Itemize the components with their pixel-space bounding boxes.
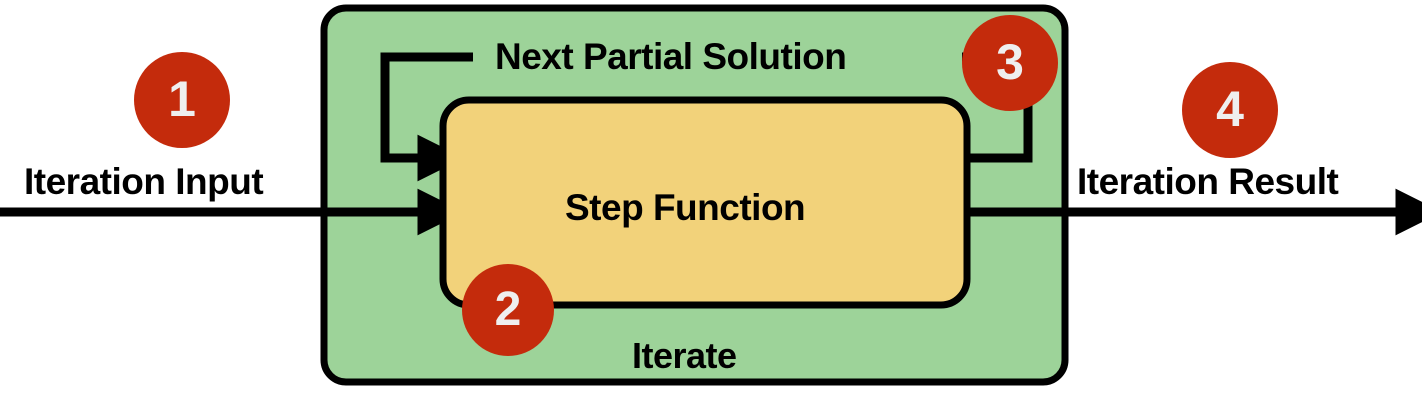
next-partial-solution-label: Next Partial Solution	[495, 36, 847, 77]
step-function-label: Step Function	[565, 187, 806, 228]
annotation-badge-1-number: 1	[168, 71, 196, 127]
iterate-label: Iterate	[632, 335, 737, 376]
annotation-badge-2: 2	[462, 264, 554, 356]
annotation-badge-1: 1	[134, 52, 230, 148]
annotation-badge-4-number: 4	[1216, 81, 1244, 137]
annotation-badge-2-number: 2	[494, 282, 522, 336]
iteration-result-label: Iteration Result	[1077, 161, 1339, 202]
step-function-node[interactable]	[439, 96, 971, 309]
annotation-badge-4: 4	[1182, 62, 1278, 158]
iteration-input-label: Iteration Input	[24, 161, 264, 202]
annotation-badge-3-number: 3	[996, 34, 1024, 90]
annotation-badge-3: 3	[962, 15, 1058, 111]
feedback-edge-entry	[380, 52, 473, 182]
